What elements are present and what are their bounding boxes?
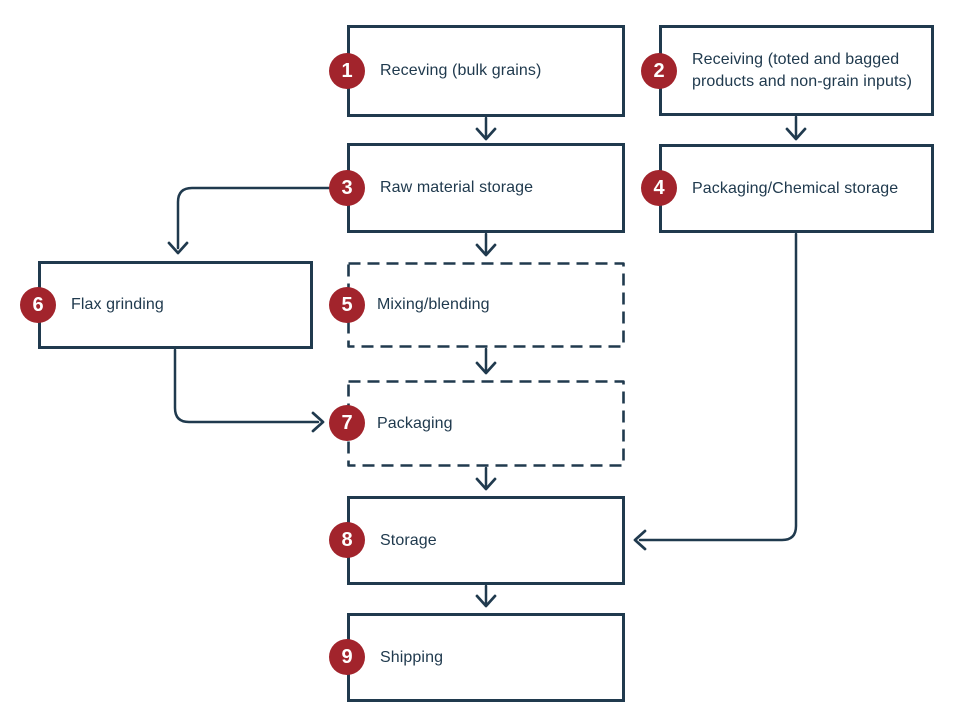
step-number-3: 3 <box>341 176 353 199</box>
node-label-shipping: Shipping <box>380 648 444 666</box>
node-receiving-toted-bagged: Receiving (toted and bagged products and… <box>659 25 934 116</box>
node-label-flax-grinding: Flax grinding <box>71 296 164 314</box>
node-shipping: Shipping <box>347 613 625 702</box>
edge-1-3-arrowhead <box>475 127 497 141</box>
edge-2-4-arrowhead <box>785 127 807 141</box>
node-label-mixing-blending: Mixing/blending <box>377 296 490 314</box>
node-label-receiving-bulk-grains: Receving (bulk grains) <box>380 62 542 80</box>
edge-3-6 <box>176 186 349 250</box>
node-mixing-blending: Mixing/blending <box>347 262 625 348</box>
edge-3-5-arrowhead <box>475 243 497 257</box>
step-number-1: 1 <box>341 59 353 82</box>
edge-4-8-arrowhead <box>633 529 647 551</box>
node-receiving-bulk-grains: Receving (bulk grains) <box>347 25 625 117</box>
step-badge-1: 1 <box>329 53 365 89</box>
node-label-receiving-toted-bagged: Receiving (toted and bagged products and… <box>692 50 913 90</box>
step-number-4: 4 <box>653 176 665 199</box>
step-number-6: 6 <box>32 293 44 316</box>
step-badge-8: 8 <box>329 522 365 558</box>
edge-6-7-arrowhead <box>311 411 325 433</box>
node-raw-material-storage: Raw material storage <box>347 143 625 233</box>
edge-8-9-arrowhead <box>475 594 497 608</box>
step-badge-7: 7 <box>329 405 365 441</box>
step-number-5: 5 <box>341 293 353 316</box>
step-number-2: 2 <box>653 59 665 82</box>
node-packaging: Packaging <box>347 380 625 467</box>
step-number-8: 8 <box>341 528 353 551</box>
step-badge-9: 9 <box>329 639 365 675</box>
step-badge-5: 5 <box>329 287 365 323</box>
step-badge-4: 4 <box>641 170 677 206</box>
node-flax-grinding: Flax grinding <box>38 261 313 349</box>
node-label-raw-material-storage: Raw material storage <box>380 179 534 197</box>
node-label-packaging-chemical-storage: Packaging/Chemical storage <box>692 179 899 197</box>
step-number-9: 9 <box>341 645 353 668</box>
step-badge-2: 2 <box>641 53 677 89</box>
node-storage: Storage <box>347 496 625 585</box>
edge-6-7 <box>173 348 320 424</box>
edge-7-8-arrowhead <box>475 477 497 491</box>
node-packaging-chemical-storage: Packaging/Chemical storage <box>659 144 934 233</box>
edge-3-6-arrowhead <box>167 241 189 255</box>
edge-4-8 <box>638 232 798 542</box>
step-badge-3: 3 <box>329 170 365 206</box>
node-label-storage: Storage <box>380 531 437 549</box>
step-badge-6: 6 <box>20 287 56 323</box>
step-number-7: 7 <box>341 411 353 434</box>
edge-5-7-arrowhead <box>475 361 497 375</box>
